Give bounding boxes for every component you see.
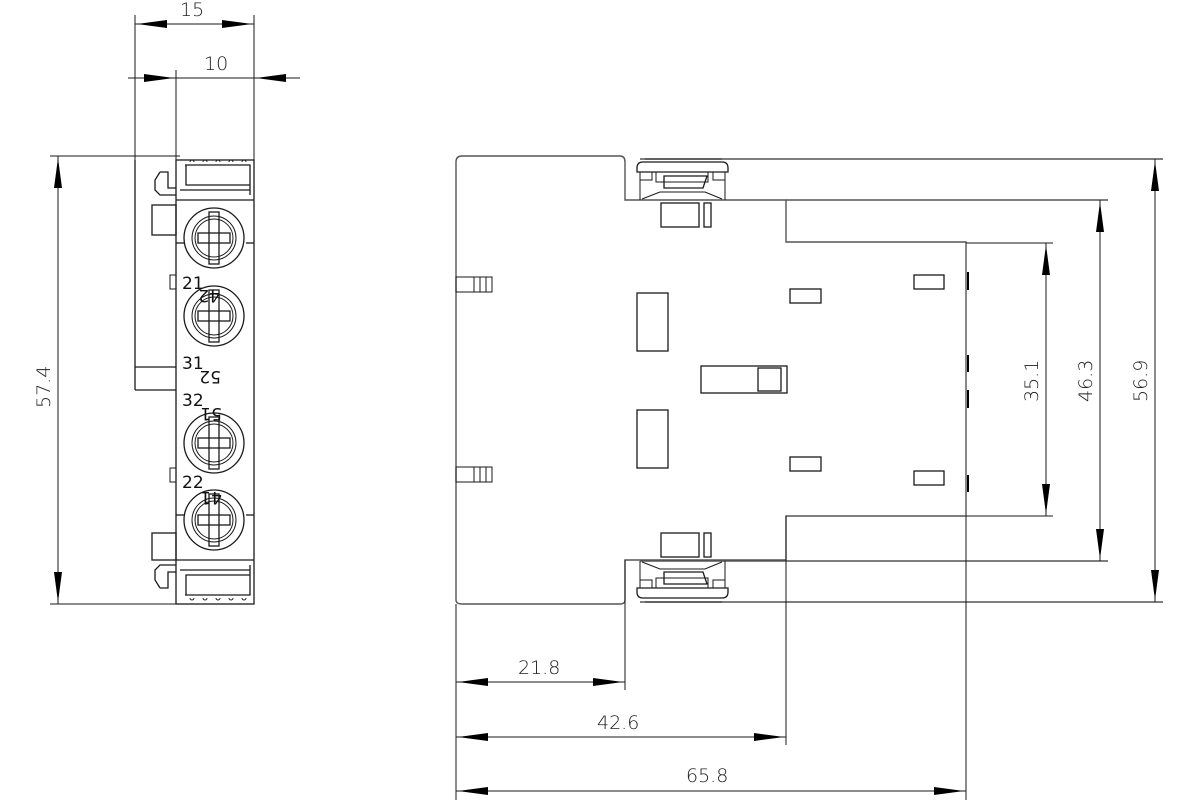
screw-terminal-3 [183,412,245,474]
terminal-label-41: 41 [200,487,222,507]
dim-label-46-3: 46.3 [1075,360,1097,402]
dim-label-56-9: 56.9 [1130,360,1152,402]
side-view: 21 42 31 52 32 51 22 41 15 10 57.4 [33,0,300,605]
front-view: 35.1 46.3 56.9 21.8 42.6 65.8 [455,155,1163,800]
terminal-label-31: 31 [182,354,204,374]
dim-label-15: 15 [180,0,204,21]
dim-label-35-1: 35.1 [1021,360,1043,402]
screw-terminal-1 [176,207,254,269]
terminal-label-52: 52 [199,366,221,386]
terminal-label-51: 51 [200,403,222,423]
dim-label-21-8: 21.8 [518,657,560,679]
screw-terminal-2 [183,285,245,347]
terminal-label-32: 32 [182,391,204,411]
terminal-label-42: 42 [198,285,220,305]
dim-label-42-6: 42.6 [597,712,639,734]
terminal-label-21: 21 [182,274,204,294]
screw-terminal-4 [176,489,254,551]
terminal-label-22: 22 [182,473,204,493]
dim-label-10: 10 [204,53,228,75]
dim-label-65-8: 65.8 [686,765,728,787]
dim-label-57-4: 57.4 [33,366,55,408]
